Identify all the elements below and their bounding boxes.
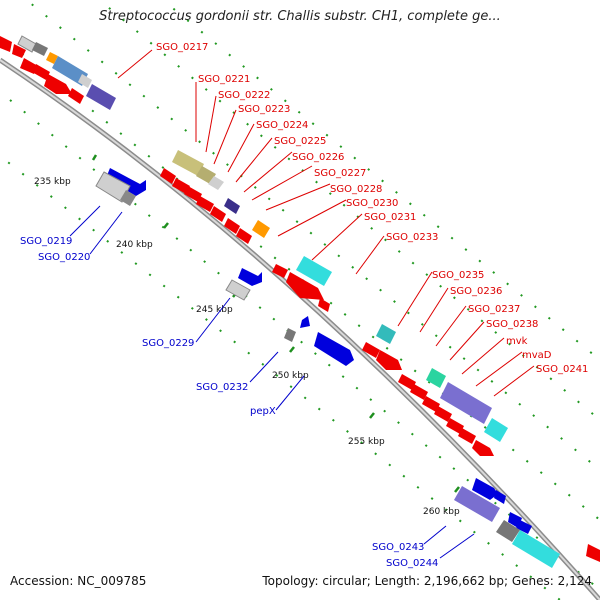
feature-blue-box[interactable] [52, 56, 88, 86]
scale-tick-label: 245 kbp [196, 305, 233, 315]
gene-label[interactable]: SGO_0231 [364, 212, 416, 223]
forward-gene-arrow[interactable] [410, 384, 428, 400]
gene-label[interactable]: SGO_0229 [142, 338, 194, 349]
gene-label[interactable]: mvaD [522, 350, 552, 361]
genome-summary-text: Topology: circular; Length: 2,196,662 bp… [262, 574, 592, 588]
forward-gene-arrow[interactable] [0, 36, 12, 52]
forward-gene-arrow[interactable] [272, 264, 288, 278]
forward-gene-arrow[interactable] [172, 178, 190, 194]
feature-orange-box[interactable] [46, 52, 58, 64]
forward-gene-arrow[interactable] [362, 342, 380, 358]
gene-label[interactable]: SGO_0232 [196, 382, 248, 393]
gene-label[interactable]: SGO_0223 [238, 104, 290, 115]
feature-gray-box[interactable] [496, 520, 520, 542]
gene-label[interactable]: SGO_0241 [536, 364, 588, 375]
feature-olive-box[interactable] [172, 150, 204, 176]
reverse-gene-labels[interactable]: SGO_0219 SGO_0220 SGO_0229 SGO_0232 pepX… [20, 236, 438, 569]
forward-gene-arrow[interactable] [398, 374, 416, 390]
accession-text: Accession: NC_009785 [10, 574, 147, 588]
forward-gene-arrow[interactable] [286, 272, 324, 300]
forward-gene-arrow[interactable] [458, 428, 476, 444]
feature-gray-box[interactable] [225, 279, 251, 301]
forward-gene-arrow[interactable] [236, 228, 252, 244]
gene-label[interactable]: SGO_0217 [156, 42, 208, 53]
gene-label[interactable]: SGO_0243 [372, 542, 424, 553]
gene-label[interactable]: SGO_0236 [450, 286, 502, 297]
gene-label[interactable]: SGO_0224 [256, 120, 308, 131]
reverse-gene-arrow[interactable] [106, 168, 146, 196]
gene-label[interactable]: SGO_0226 [292, 152, 344, 163]
gene-label[interactable]: pepX [250, 406, 276, 417]
feature-gray-box[interactable] [32, 42, 48, 56]
forward-gene-arrow[interactable] [160, 168, 176, 184]
gene-label[interactable]: SGO_0230 [346, 198, 398, 209]
feature-boxes[interactable] [17, 35, 560, 568]
gene-label[interactable]: SGO_0227 [314, 168, 366, 179]
feature-cyan-box[interactable] [296, 256, 332, 286]
gene-label[interactable]: mvk [506, 336, 528, 347]
gene-label[interactable]: SGO_0225 [274, 136, 326, 147]
feature-gray-box[interactable] [120, 190, 136, 206]
forward-gene-arrow[interactable] [224, 218, 240, 234]
forward-gene-arrow[interactable] [586, 544, 600, 562]
forward-gene-arrow[interactable] [196, 196, 214, 212]
gene-label[interactable]: SGO_0222 [218, 90, 270, 101]
gene-label[interactable]: SGO_0244 [386, 558, 438, 569]
reverse-gene-arrow[interactable] [472, 478, 498, 500]
forward-gene-labels[interactable]: SGO_0217 SGO_0221 SGO_0222 SGO_0223 SGO_… [156, 42, 588, 375]
forward-gene-arrow[interactable] [472, 440, 494, 456]
gene-label[interactable]: SGO_0221 [198, 74, 250, 85]
feature-olive-box[interactable] [196, 166, 216, 184]
reverse-gene-arrow[interactable] [494, 490, 506, 504]
scale-tick-label: 235 kbp [34, 177, 71, 187]
gene-label[interactable]: SGO_0233 [386, 232, 438, 243]
forward-leader-lines [117, 49, 535, 397]
feature-gray-box[interactable] [284, 328, 296, 342]
reverse-leader-lines [69, 205, 475, 559]
gene-label[interactable]: SGO_0235 [432, 270, 484, 281]
reverse-strand-genes[interactable] [106, 168, 532, 534]
feature-cyan-box[interactable] [484, 418, 508, 442]
reverse-gene-arrow[interactable] [300, 316, 310, 328]
forward-gene-arrow[interactable] [68, 88, 84, 104]
gene-label[interactable]: SGO_0238 [486, 319, 538, 330]
gene-label[interactable]: SGO_0220 [38, 252, 90, 263]
forward-gene-arrow[interactable] [446, 418, 464, 434]
scale-tick-label: 255 kbp [348, 437, 385, 447]
feature-cyan-box[interactable] [512, 530, 560, 568]
forward-gene-arrow[interactable] [184, 186, 202, 202]
feature-gray-box[interactable] [95, 171, 131, 203]
feature-gray-box[interactable] [208, 176, 224, 190]
scale-tick-label: 250 kbp [272, 371, 309, 381]
reverse-gene-arrow[interactable] [238, 268, 262, 286]
forward-gene-arrow[interactable] [32, 64, 50, 80]
feature-gray-box[interactable] [78, 74, 92, 88]
forward-gene-arrow[interactable] [376, 350, 402, 370]
map-title: Streptococcus gordonii str. Challis subs… [99, 9, 501, 24]
forward-strand-genes[interactable] [0, 36, 600, 562]
forward-gene-arrow[interactable] [210, 206, 226, 222]
gene-label[interactable]: SGO_0228 [330, 184, 382, 195]
forward-gene-arrow[interactable] [422, 396, 440, 412]
feature-purple-box[interactable] [224, 198, 240, 214]
feature-purple-box[interactable] [86, 84, 116, 110]
reverse-gene-arrow[interactable] [516, 520, 532, 534]
feature-gray-box[interactable] [17, 35, 37, 53]
gene-label[interactable]: SGO_0219 [20, 236, 72, 247]
reverse-gene-arrow[interactable] [314, 332, 354, 366]
scale-tick-label: 240 kbp [116, 240, 153, 250]
feature-purple-box[interactable] [440, 382, 492, 424]
forward-gene-arrow[interactable] [434, 406, 452, 422]
feature-orange-box[interactable] [252, 220, 270, 238]
forward-gene-arrow[interactable] [318, 298, 330, 312]
feature-teal-box[interactable] [426, 368, 446, 388]
forward-gene-arrow[interactable] [44, 74, 72, 94]
scale-tick-label: 260 kbp [423, 507, 460, 517]
gene-label[interactable]: SGO_0237 [468, 304, 520, 315]
feature-purple-box[interactable] [454, 486, 500, 522]
forward-gene-arrow[interactable] [12, 44, 26, 58]
feature-cyan-box[interactable] [376, 324, 396, 344]
